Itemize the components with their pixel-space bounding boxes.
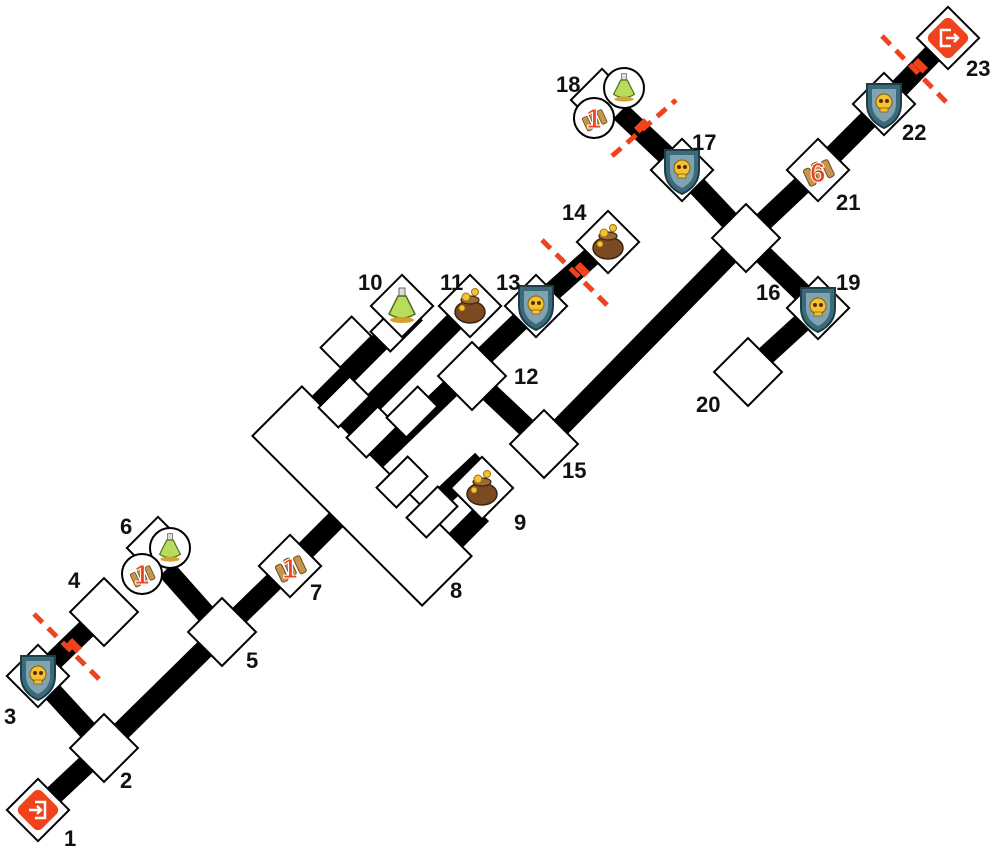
node-label: 4 xyxy=(68,568,81,593)
weapon-count: 1 xyxy=(586,103,602,134)
room-12[interactable] xyxy=(436,340,508,412)
weapon-icon[interactable]: 1 xyxy=(274,553,308,585)
node-label: 16 xyxy=(756,280,780,305)
node-label: 6 xyxy=(120,514,132,539)
node-label: 9 xyxy=(514,510,526,535)
weapon-count: 1 xyxy=(282,553,298,584)
node-label: 19 xyxy=(836,270,860,295)
potion-weapon-combo-icon[interactable]: 1 xyxy=(121,527,191,595)
exit-icon[interactable] xyxy=(925,15,970,60)
node-label: 7 xyxy=(310,580,322,605)
room-16[interactable] xyxy=(710,202,782,274)
node-label: 10 xyxy=(358,270,382,295)
room-8-hall[interactable] xyxy=(250,384,474,608)
room-hall-annex-7[interactable] xyxy=(405,485,459,539)
node-label: 3 xyxy=(4,704,16,729)
node-label: 21 xyxy=(836,190,860,215)
room-5[interactable] xyxy=(186,596,258,668)
node-label: 5 xyxy=(246,648,258,673)
node-label: 2 xyxy=(120,768,132,793)
door-marker xyxy=(32,612,106,686)
weapon-icon[interactable]: 6 xyxy=(802,157,836,189)
node-label: 17 xyxy=(692,130,716,155)
door-marker xyxy=(880,34,950,106)
room-2[interactable] xyxy=(68,712,140,784)
node-label: 18 xyxy=(556,72,580,97)
weapon-count: 1 xyxy=(134,559,150,590)
room-hall-annex-6[interactable] xyxy=(375,455,429,509)
node-label: 11 xyxy=(440,270,463,295)
room-20[interactable] xyxy=(712,336,784,408)
room-hall-annex-3[interactable] xyxy=(317,375,371,429)
node-label: 20 xyxy=(696,392,720,417)
node-label: 12 xyxy=(514,364,538,389)
node-label: 1 xyxy=(64,826,76,851)
node-label: 14 xyxy=(562,200,587,225)
entrance-icon[interactable] xyxy=(15,787,60,832)
room-15[interactable] xyxy=(508,408,580,480)
potion-weapon-combo-icon[interactable]: 1 xyxy=(573,67,645,139)
weapon-count: 6 xyxy=(810,157,826,188)
room-hall-annex-5[interactable] xyxy=(385,385,439,439)
room-4[interactable] xyxy=(68,576,140,648)
node-label: 23 xyxy=(966,56,990,81)
node-label: 15 xyxy=(562,458,586,483)
room-hall-annex-1[interactable] xyxy=(319,315,373,369)
node-label: 13 xyxy=(496,270,520,295)
door-marker xyxy=(540,238,614,312)
node-label: 22 xyxy=(902,120,926,145)
node-label: 8 xyxy=(450,578,462,603)
